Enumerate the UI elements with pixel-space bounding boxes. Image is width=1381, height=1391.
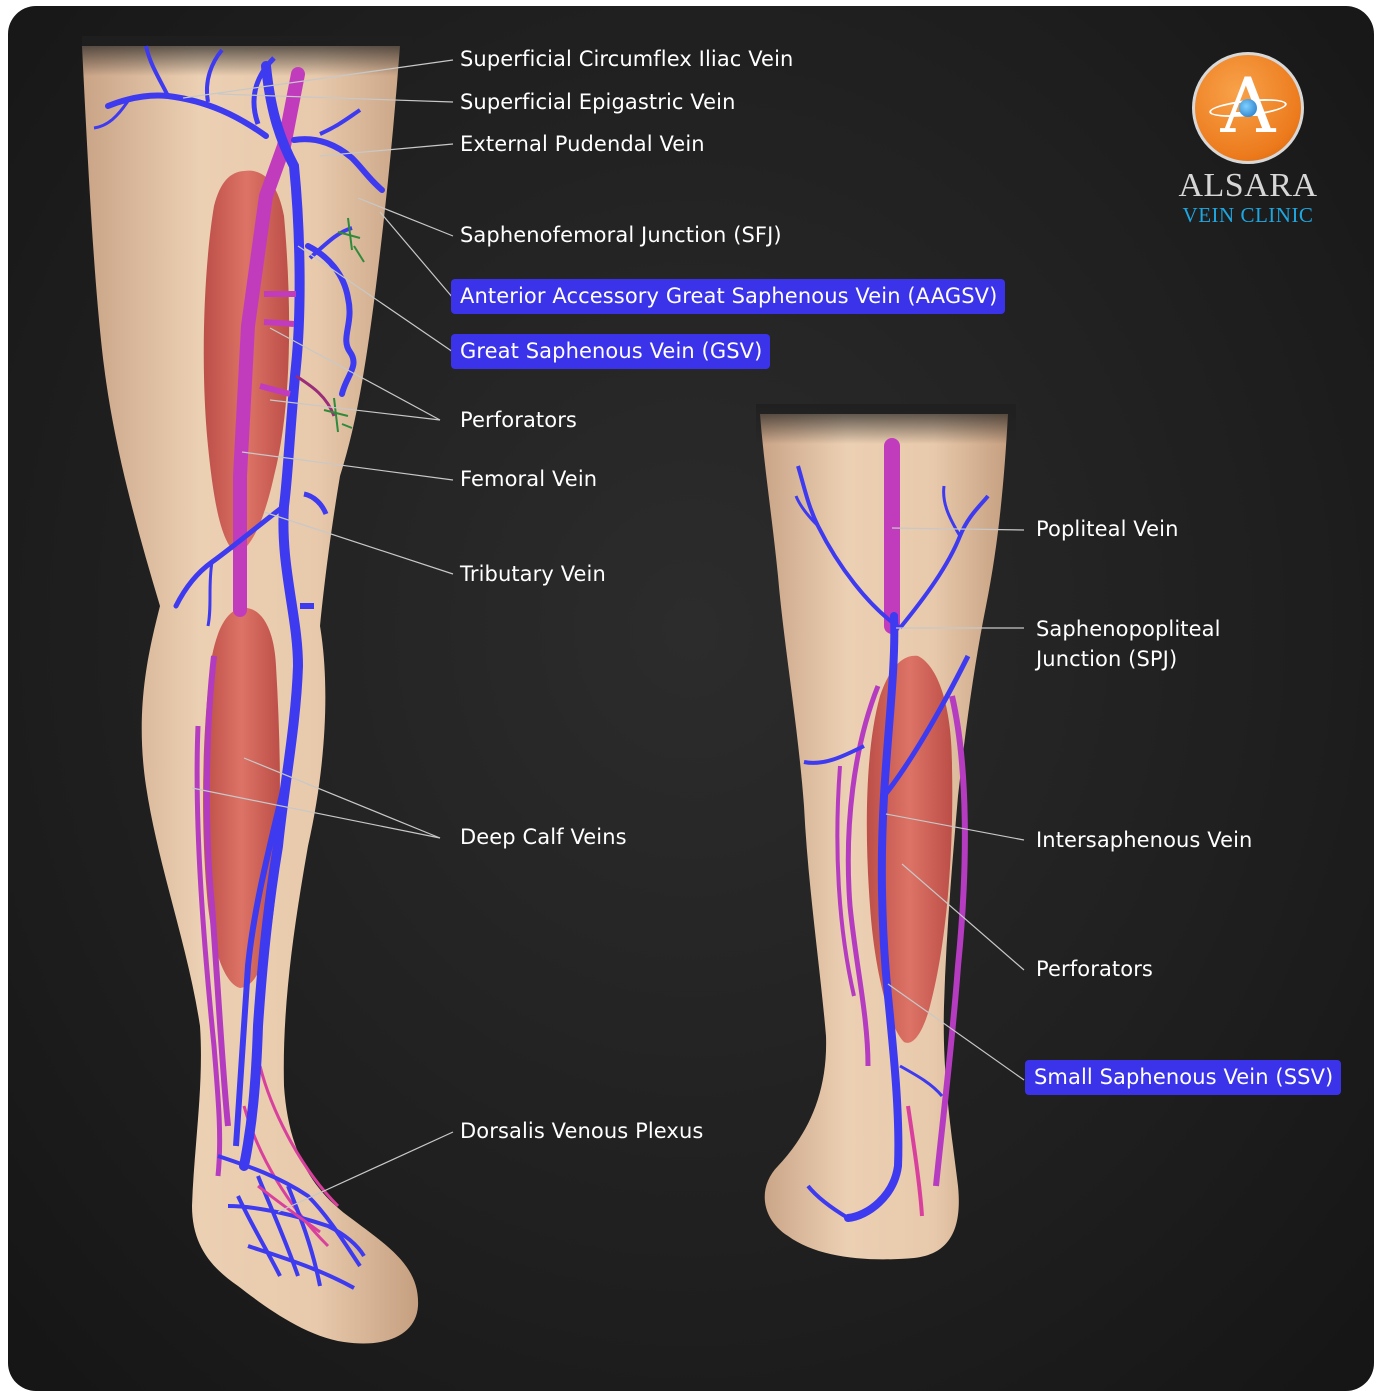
label-small-saphenous-vein: Small Saphenous Vein (SSV)	[1025, 1060, 1341, 1095]
diagram-canvas: Superficial Circumflex Iliac Vein Superf…	[8, 6, 1374, 1391]
label-superficial-circumflex-iliac-vein: Superficial Circumflex Iliac Vein	[460, 44, 793, 74]
logo-badge: A	[1192, 52, 1304, 164]
label-deep-calf-veins: Deep Calf Veins	[460, 822, 627, 852]
globe-icon	[1239, 99, 1257, 117]
logo-subtitle: VEIN CLINIC	[1168, 204, 1328, 226]
label-perforators-front: Perforators	[460, 405, 577, 435]
clinic-logo: A ALSARA VEIN CLINIC	[1168, 52, 1328, 237]
label-saphenopopliteal-line2: Junction (SPJ)	[1036, 644, 1177, 674]
label-external-pudendal-vein: External Pudendal Vein	[460, 129, 705, 159]
label-dorsalis-venous-plexus: Dorsalis Venous Plexus	[460, 1116, 703, 1146]
label-perforators-back: Perforators	[1036, 954, 1153, 984]
logo-name: ALSARA	[1168, 168, 1328, 204]
label-great-saphenous-vein: Great Saphenous Vein (GSV)	[451, 334, 770, 369]
label-intersaphenous-vein: Intersaphenous Vein	[1036, 825, 1252, 855]
label-saphenopopliteal-line1: Saphenopopliteal	[1036, 614, 1221, 644]
label-femoral-vein: Femoral Vein	[460, 464, 597, 494]
label-popliteal-vein: Popliteal Vein	[1036, 514, 1179, 544]
front-leg	[82, 36, 418, 1344]
label-aagsv: Anterior Accessory Great Saphenous Vein …	[451, 279, 1005, 314]
label-tributary-vein: Tributary Vein	[460, 559, 606, 589]
label-saphenofemoral-junction: Saphenofemoral Junction (SFJ)	[460, 220, 782, 250]
label-superficial-epigastric-vein: Superficial Epigastric Vein	[460, 87, 736, 117]
